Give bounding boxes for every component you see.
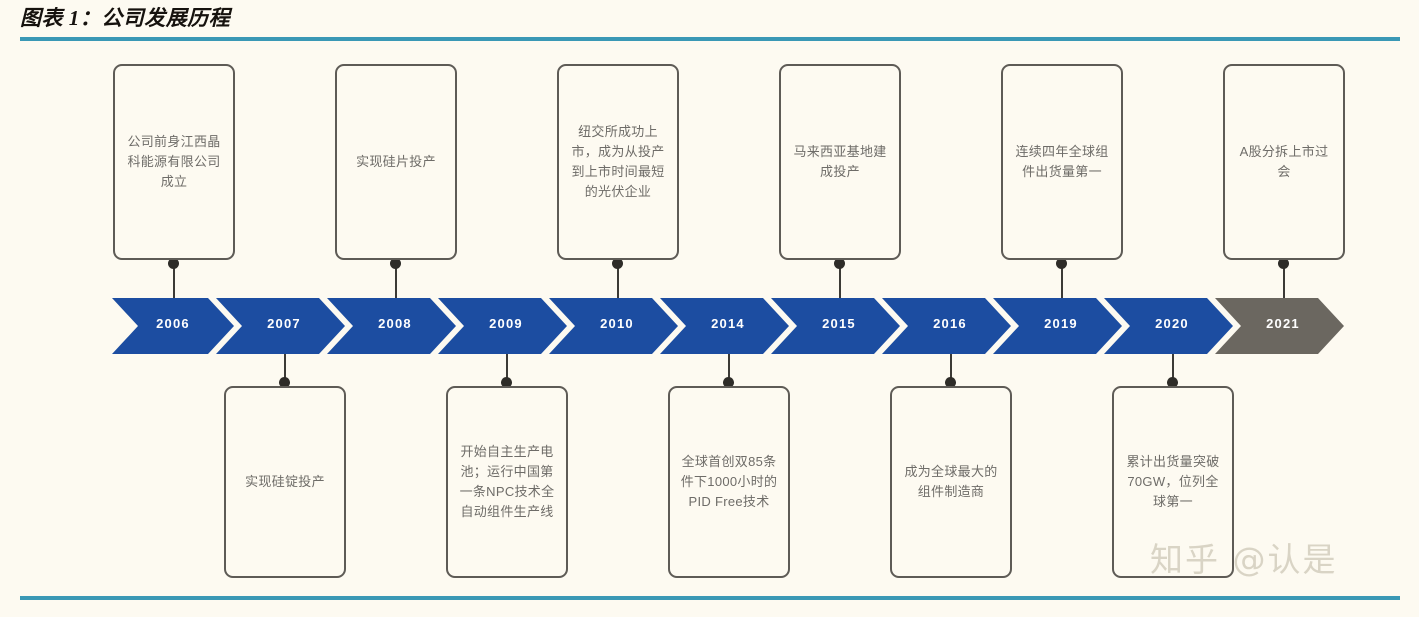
milestone-text-2019: 连续四年全球组件出货量第一 <box>1015 143 1109 179</box>
chevron-segment-2014 <box>660 298 789 354</box>
timeline-year-2009[interactable]: 2009 <box>489 316 523 331</box>
chevron-segment-2008 <box>327 298 456 354</box>
milestone-card-2021[interactable]: A股分拆上市过会 <box>1223 64 1345 260</box>
connector-dot-2015 <box>834 258 845 269</box>
timeline-year-2016[interactable]: 2016 <box>933 316 967 331</box>
timeline-band <box>112 298 1350 354</box>
milestone-text-2015: 马来西亚基地建成投产 <box>793 143 887 179</box>
milestone-text-2006: 公司前身江西晶科能源有限公司成立 <box>127 133 221 190</box>
page-title: 图表 1：公司发展历程 <box>20 6 231 30</box>
connector-line-2008 <box>395 264 397 298</box>
connector-dot-2016 <box>945 377 956 388</box>
connector-line-2016 <box>950 354 952 386</box>
connector-dot-2007 <box>279 377 290 388</box>
connector-line-2021 <box>1283 264 1285 298</box>
chevron-segment-2007 <box>216 298 345 354</box>
watermark: 知乎 @认是 <box>1150 540 1338 579</box>
title-divider-top <box>20 37 1400 41</box>
connector-dot-2010 <box>612 258 623 269</box>
chevron-segment-2016 <box>882 298 1011 354</box>
milestone-text-2021: A股分拆上市过会 <box>1239 143 1329 179</box>
milestone-card-2010[interactable]: 纽交所成功上市，成为从投产到上市时间最短的光伏企业 <box>557 64 679 260</box>
milestone-card-2019[interactable]: 连续四年全球组件出货量第一 <box>1001 64 1123 260</box>
chevron-segment-2006 <box>112 298 234 354</box>
connector-dot-2020 <box>1167 377 1178 388</box>
milestone-card-2016[interactable]: 成为全球最大的组件制造商 <box>890 386 1012 578</box>
milestone-text-2016: 成为全球最大的组件制造商 <box>904 463 998 499</box>
timeline-year-2015[interactable]: 2015 <box>822 316 856 331</box>
chevron-segment-2010 <box>549 298 678 354</box>
chevron-segment-2009 <box>438 298 567 354</box>
connector-line-2009 <box>506 354 508 386</box>
connector-dot-2008 <box>390 258 401 269</box>
connector-line-2020 <box>1172 354 1174 386</box>
timeline-year-2008[interactable]: 2008 <box>378 316 412 331</box>
timeline-year-2010[interactable]: 2010 <box>600 316 634 331</box>
chevron-segment-2015 <box>771 298 900 354</box>
timeline-year-2021[interactable]: 2021 <box>1266 316 1300 331</box>
milestone-card-2015[interactable]: 马来西亚基地建成投产 <box>779 64 901 260</box>
figure-title-bar: 图表 1：公司发展历程 <box>0 0 1419 42</box>
title-divider-bottom <box>20 596 1400 600</box>
milestone-card-2007[interactable]: 实现硅锭投产 <box>224 386 346 578</box>
milestone-text-2020: 累计出货量突破70GW，位列全球第一 <box>1126 453 1220 510</box>
chevron-segment-2019 <box>993 298 1122 354</box>
connector-dot-2009 <box>501 377 512 388</box>
connector-line-2006 <box>173 264 175 298</box>
milestone-text-2007: 实现硅锭投产 <box>245 473 325 489</box>
timeline-year-2020[interactable]: 2020 <box>1155 316 1189 331</box>
milestone-text-2014: 全球首创双85条件下1000小时的PID Free技术 <box>680 453 778 510</box>
milestone-text-2008: 实现硅片投产 <box>356 153 436 169</box>
chevron-segment-2020 <box>1104 298 1233 354</box>
timeline-year-2019[interactable]: 2019 <box>1044 316 1078 331</box>
milestone-card-2009[interactable]: 开始自主生产电池；运行中国第一条NPC技术全自动组件生产线 <box>446 386 568 578</box>
milestone-text-2009: 开始自主生产电池；运行中国第一条NPC技术全自动组件生产线 <box>459 443 555 520</box>
connector-dot-2014 <box>723 377 734 388</box>
chevron-segment-2021 <box>1215 298 1344 354</box>
milestone-card-2020[interactable]: 累计出货量突破70GW，位列全球第一 <box>1112 386 1234 578</box>
connector-line-2014 <box>728 354 730 386</box>
connector-line-2010 <box>617 264 619 298</box>
connector-line-2015 <box>839 264 841 298</box>
connector-dot-2021 <box>1278 258 1289 269</box>
timeline-year-2014[interactable]: 2014 <box>711 316 745 331</box>
timeline-year-2006[interactable]: 2006 <box>156 316 190 331</box>
connector-dot-2019 <box>1056 258 1067 269</box>
milestone-text-2010: 纽交所成功上市，成为从投产到上市时间最短的光伏企业 <box>571 123 665 200</box>
connector-line-2007 <box>284 354 286 386</box>
connector-dot-2006 <box>168 258 179 269</box>
milestone-card-2008[interactable]: 实现硅片投产 <box>335 64 457 260</box>
connector-line-2019 <box>1061 264 1063 298</box>
milestone-card-2014[interactable]: 全球首创双85条件下1000小时的PID Free技术 <box>668 386 790 578</box>
timeline-year-2007[interactable]: 2007 <box>267 316 301 331</box>
milestone-card-2006[interactable]: 公司前身江西晶科能源有限公司成立 <box>113 64 235 260</box>
